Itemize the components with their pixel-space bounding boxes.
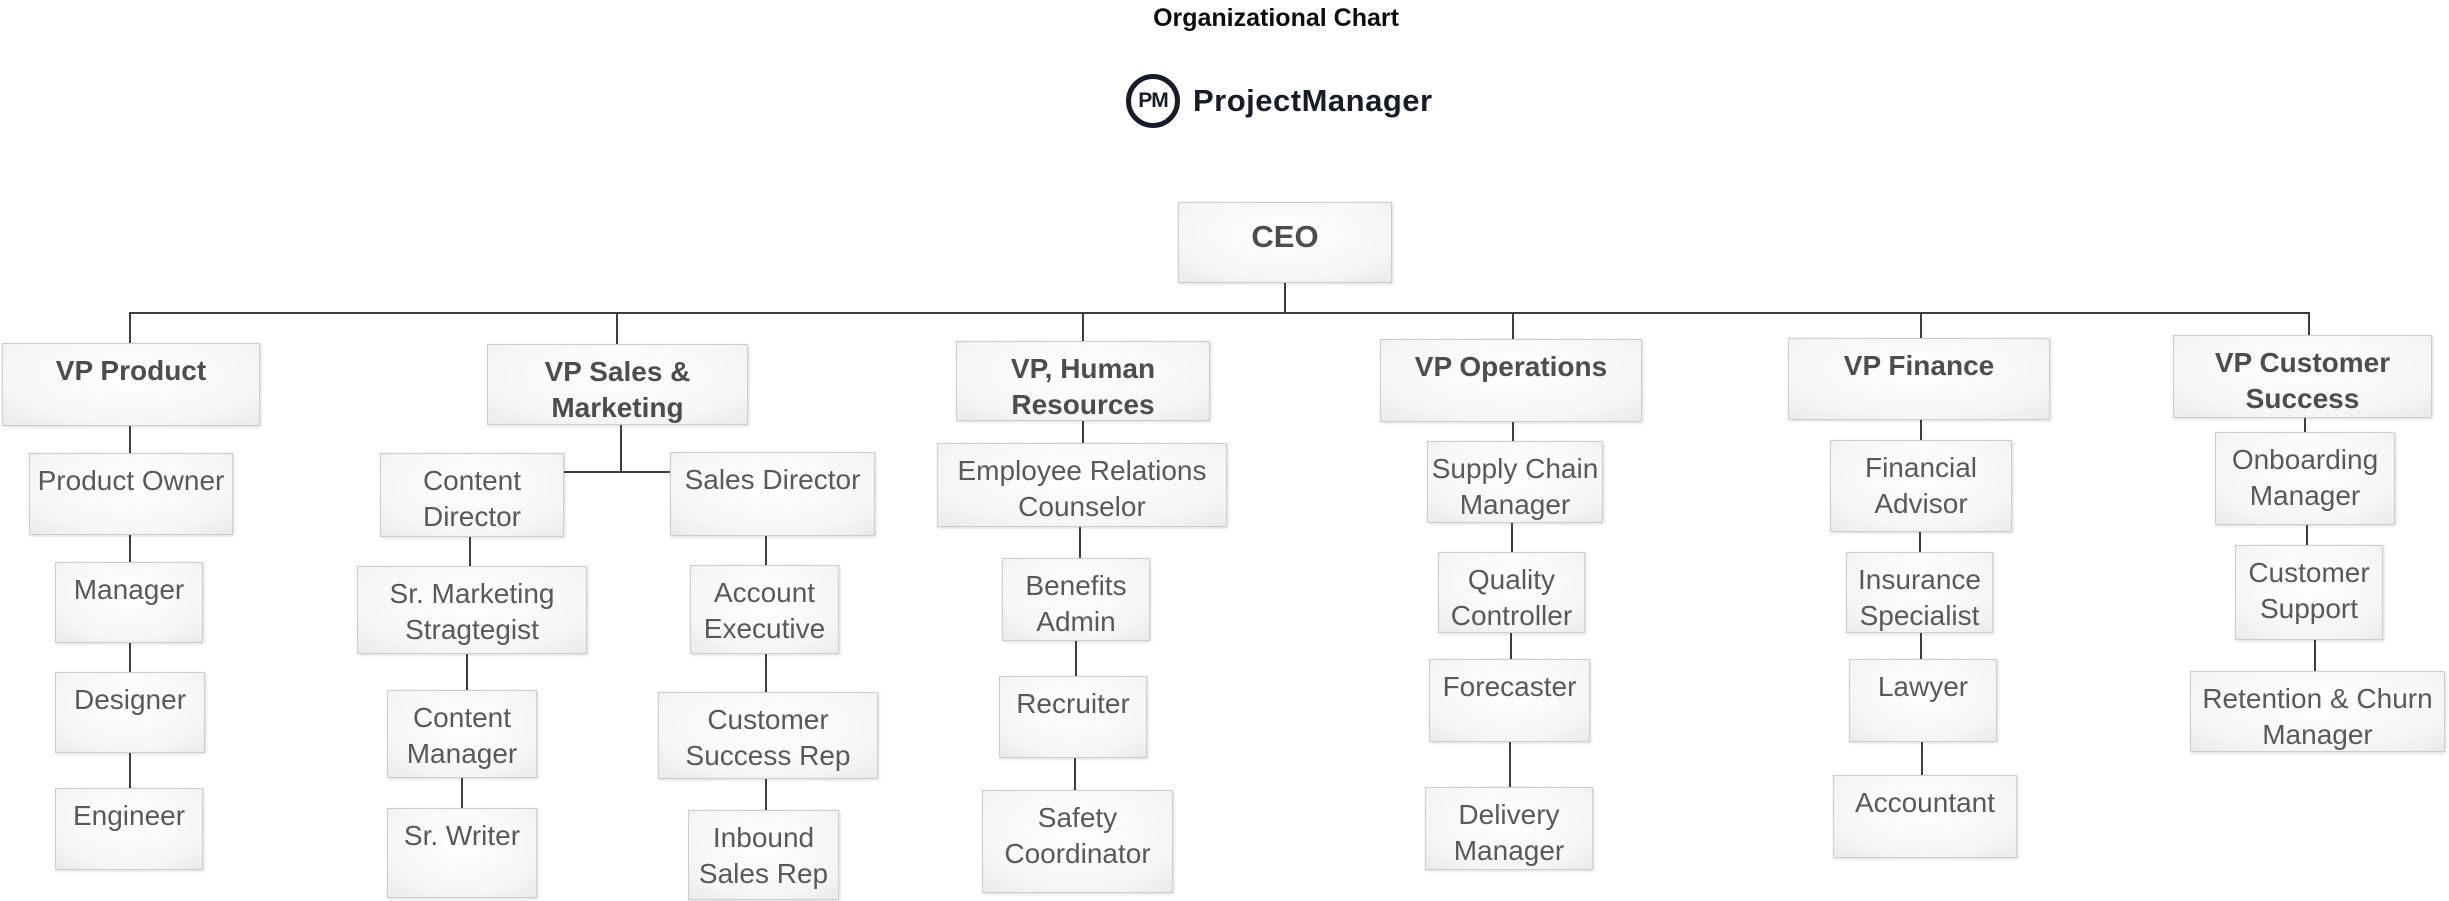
connector-product-1 [129,426,131,453]
connector-cs-2 [2306,525,2308,545]
node-inbound-sales-rep: Inbound Sales Rep [688,810,839,900]
node-manager: Manager [55,562,203,643]
pm-logo-icon: PM [1126,74,1180,128]
connector-ops-4 [1509,742,1511,787]
node-employee-relations-counselor: Employee Relations Counselor [937,443,1227,527]
connector-cs-1 [2304,418,2306,432]
node-benefits-admin: Benefits Admin [1002,558,1150,641]
connector-sales-1 [765,536,767,565]
connector-product-4 [129,753,131,788]
connector-ceo-drop [1284,283,1286,312]
node-vp-finance: VP Finance [1788,338,2050,420]
node-sr-writer: Sr. Writer [387,808,537,898]
connector-hr-1 [1082,421,1084,443]
connector-content-2 [466,654,468,690]
node-financial-advisor: Financial Advisor [1830,440,2012,532]
connector-ops-2 [1511,523,1513,552]
node-quality-controller: Quality Controller [1438,552,1585,633]
connector-content-3 [461,778,463,808]
node-sr-marketing-strategist: Sr. Marketing Stragtegist [357,566,587,654]
node-forecaster: Forecaster [1429,659,1590,742]
connector-stub-operations [1512,312,1514,339]
brand-name: ProjectManager [1193,83,1433,118]
connector-fin-1 [1920,420,1922,440]
connector-hr-4 [1074,758,1076,790]
connector-spine [129,312,2310,314]
node-safety-coordinator: Safety Coordinator [982,790,1173,893]
connector-stub-sales-marketing [616,312,618,344]
brand-logo: PM ProjectManager [1126,74,1433,128]
node-ceo: CEO [1178,202,1392,283]
connector-stub-human-resources [1082,312,1084,341]
node-onboarding-manager: Onboarding Manager [2215,432,2395,525]
node-content-director: Content Director [380,453,564,537]
connector-fin-4 [1921,742,1923,775]
node-engineer: Engineer [55,788,203,870]
node-insurance-specialist: Insurance Specialist [1846,552,1993,633]
connector-ops-3 [1510,633,1512,659]
connector-fin-3 [1920,633,1922,659]
node-sales-director: Sales Director [670,452,875,536]
connector-product-3 [129,643,131,672]
connector-sales-2 [765,654,767,692]
node-vp-human-resources: VP, Human Resources [956,341,1210,421]
node-product-owner: Product Owner [29,453,233,535]
connector-sales-3 [765,779,767,810]
connector-sm-drop [620,425,622,473]
connector-cs-3 [2314,640,2316,671]
connector-ops-1 [1512,422,1514,441]
node-lawyer: Lawyer [1849,659,1997,742]
connector-hr-3 [1075,641,1077,676]
node-delivery-manager: Delivery Manager [1425,787,1593,870]
connector-stub-finance [1920,312,1922,338]
node-supply-chain-manager: Supply Chain Manager [1427,441,1603,523]
node-account-executive: Account Executive [690,565,839,654]
node-vp-customer-success: VP Customer Success [2173,335,2432,418]
connector-sm-split [564,471,670,473]
node-accountant: Accountant [1833,775,2017,858]
page-title: Organizational Chart [1153,4,1399,32]
connector-hr-2 [1079,527,1081,558]
node-designer: Designer [55,672,205,753]
node-customer-success-rep: Customer Success Rep [658,692,878,779]
connector-stub-customer-success [2308,312,2310,335]
node-recruiter: Recruiter [999,676,1147,758]
node-vp-operations: VP Operations [1380,339,1642,422]
node-customer-support: Customer Support [2235,545,2383,640]
node-retention-churn-manager: Retention & Churn Manager [2190,671,2445,752]
node-content-manager: Content Manager [387,690,537,778]
connector-stub-product [129,312,131,343]
connector-fin-2 [1919,532,1921,552]
connector-product-2 [129,535,131,562]
node-vp-product: VP Product [2,343,260,426]
connector-content-1 [469,537,471,566]
node-vp-sales-marketing: VP Sales & Marketing [487,344,748,425]
